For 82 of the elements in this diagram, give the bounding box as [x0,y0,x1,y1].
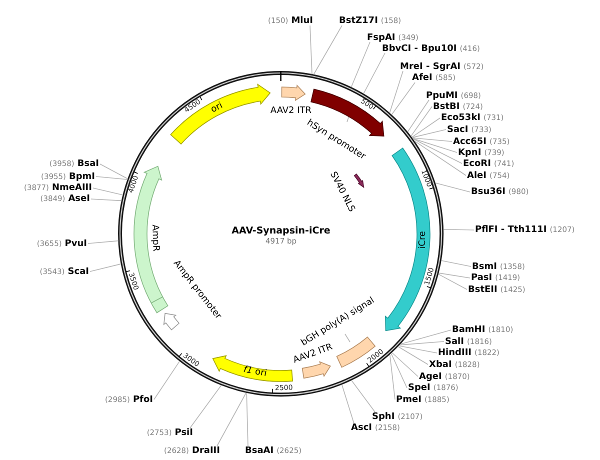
leader-line [443,228,474,230]
enzyme-name: SacI [447,124,468,136]
leader-line [438,272,470,278]
enzyme-name: BpmI [68,172,95,182]
enzyme-name: BbvCI - Bpu10I [382,44,457,54]
enzyme-name: HindIII [438,348,472,359]
leader-line [398,345,438,354]
enzyme-name: FspAI [367,32,396,44]
enzyme-name: EcoRI [463,158,491,170]
enzyme-name: PasI [471,273,492,284]
leader-line [342,384,354,424]
leader-line [96,176,128,180]
leader-line [350,42,370,88]
leader-line [435,182,470,192]
leader-line [190,385,222,428]
leader-line [407,100,430,132]
leader-line [390,353,408,388]
enzyme-name: PfoI [132,394,153,406]
enzyme-name: NmeAIII [52,183,92,194]
leader-line [351,380,376,412]
enzyme-name: SphI [372,412,395,422]
leader-line [391,82,416,115]
leader-line [441,260,472,267]
enzyme-name: MluI [291,16,313,27]
leader-line [410,106,432,136]
enzyme-name: Bsu36I [471,187,506,198]
leader-line [400,330,452,344]
leader-line [389,70,404,114]
leader-line [363,52,386,94]
enzyme-name: BstEII [468,284,498,296]
leader-line [100,164,128,180]
leader-line [412,137,452,142]
enzyme-name: MreI - SgrAI [400,62,461,72]
enzyme-name: AfeI [412,73,432,84]
enzyme-name: KpnI [458,148,482,158]
enzyme-name: BsmI [472,262,497,272]
enzyme-name: PpuMI [426,90,458,102]
leader-line [88,240,119,244]
leader-line [90,264,122,272]
enzyme-name: BsaAI [245,446,274,456]
enzyme-name: AscI [351,423,372,434]
enzyme-name: ScaI [68,266,89,278]
leader-line [412,118,440,138]
enzyme-name: PsiI [174,428,193,438]
enzyme-name: Eco53kI [441,113,481,124]
enzyme-name: AgeI [419,372,442,382]
leader-line [412,138,462,164]
enzyme-name: Acc65I [453,136,487,148]
leader-line [400,341,444,346]
leader-line [216,392,246,446]
enzyme-name: BamHI [452,325,486,336]
enzyme-name: BsaI [77,159,99,170]
enzyme-name: BstBI [433,102,460,112]
leader-line [414,140,466,176]
enzyme-name: PflFI - Tth111I [475,225,547,236]
leader-line [412,129,446,138]
leader-line [246,392,248,446]
feature-label: ori [210,100,224,116]
leader-line [438,274,468,290]
leader-line [154,360,180,400]
leader-line [412,138,458,153]
leader-line [398,346,428,365]
feature-label: f1 ori [242,364,268,380]
leader-line [390,354,396,400]
enzyme-name: PmeI [396,394,422,406]
enzyme-name: AleI [467,170,487,182]
enzyme-name: DraIII [192,446,220,456]
leader-line [310,25,312,75]
leader-line [90,198,122,202]
leader-line [392,352,418,377]
plasmid-name: AAV-Synapsin-iCre [232,225,330,236]
feature-label: AAV2 ITR [270,106,312,116]
enzyme-name: PvuI [64,238,87,250]
feature-label: iCre [418,231,428,249]
leader-line [313,25,342,75]
feature-label: AmpR [150,224,160,252]
enzyme-name: BstZ17I [339,16,378,27]
enzyme-name: SalI [445,336,464,348]
leader-line [92,188,124,196]
enzyme-name: AseI [68,194,90,205]
enzyme-name: XbaI [429,360,452,370]
enzyme-name: SpeI [408,383,430,394]
